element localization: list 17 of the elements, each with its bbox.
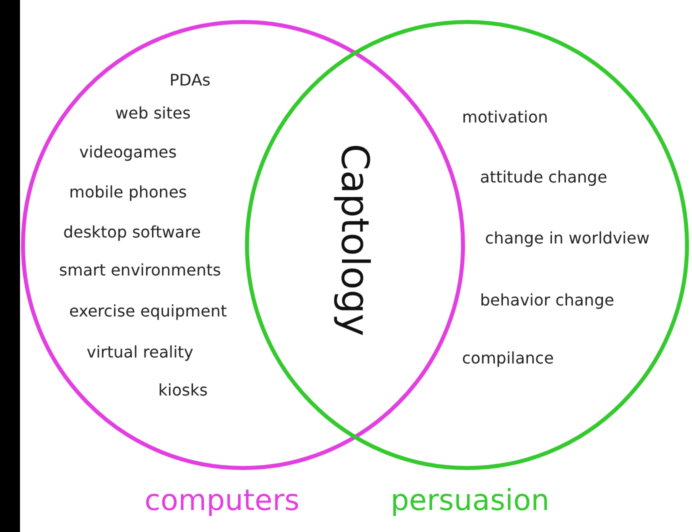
list-item: attitude change: [480, 167, 608, 187]
list-item: kiosks: [158, 380, 208, 400]
list-item: PDAs: [170, 70, 210, 90]
list-item: smart environments: [59, 260, 221, 280]
list-item: compilance: [462, 348, 554, 368]
list-item: change in worldview: [485, 228, 650, 248]
list-item: videogames: [79, 142, 177, 162]
list-item: mobile phones: [69, 182, 187, 202]
set-caption: computers: [144, 483, 300, 517]
set-caption: persuasion: [390, 483, 550, 517]
list-item: desktop software: [63, 222, 201, 242]
list-item: virtual reality: [86, 342, 194, 362]
list-item: motivation: [462, 107, 548, 127]
list-item: behavior change: [480, 290, 614, 310]
list-item: web sites: [115, 103, 191, 123]
intersection-title: Captology: [333, 144, 377, 336]
list-item: exercise equipment: [69, 301, 227, 321]
